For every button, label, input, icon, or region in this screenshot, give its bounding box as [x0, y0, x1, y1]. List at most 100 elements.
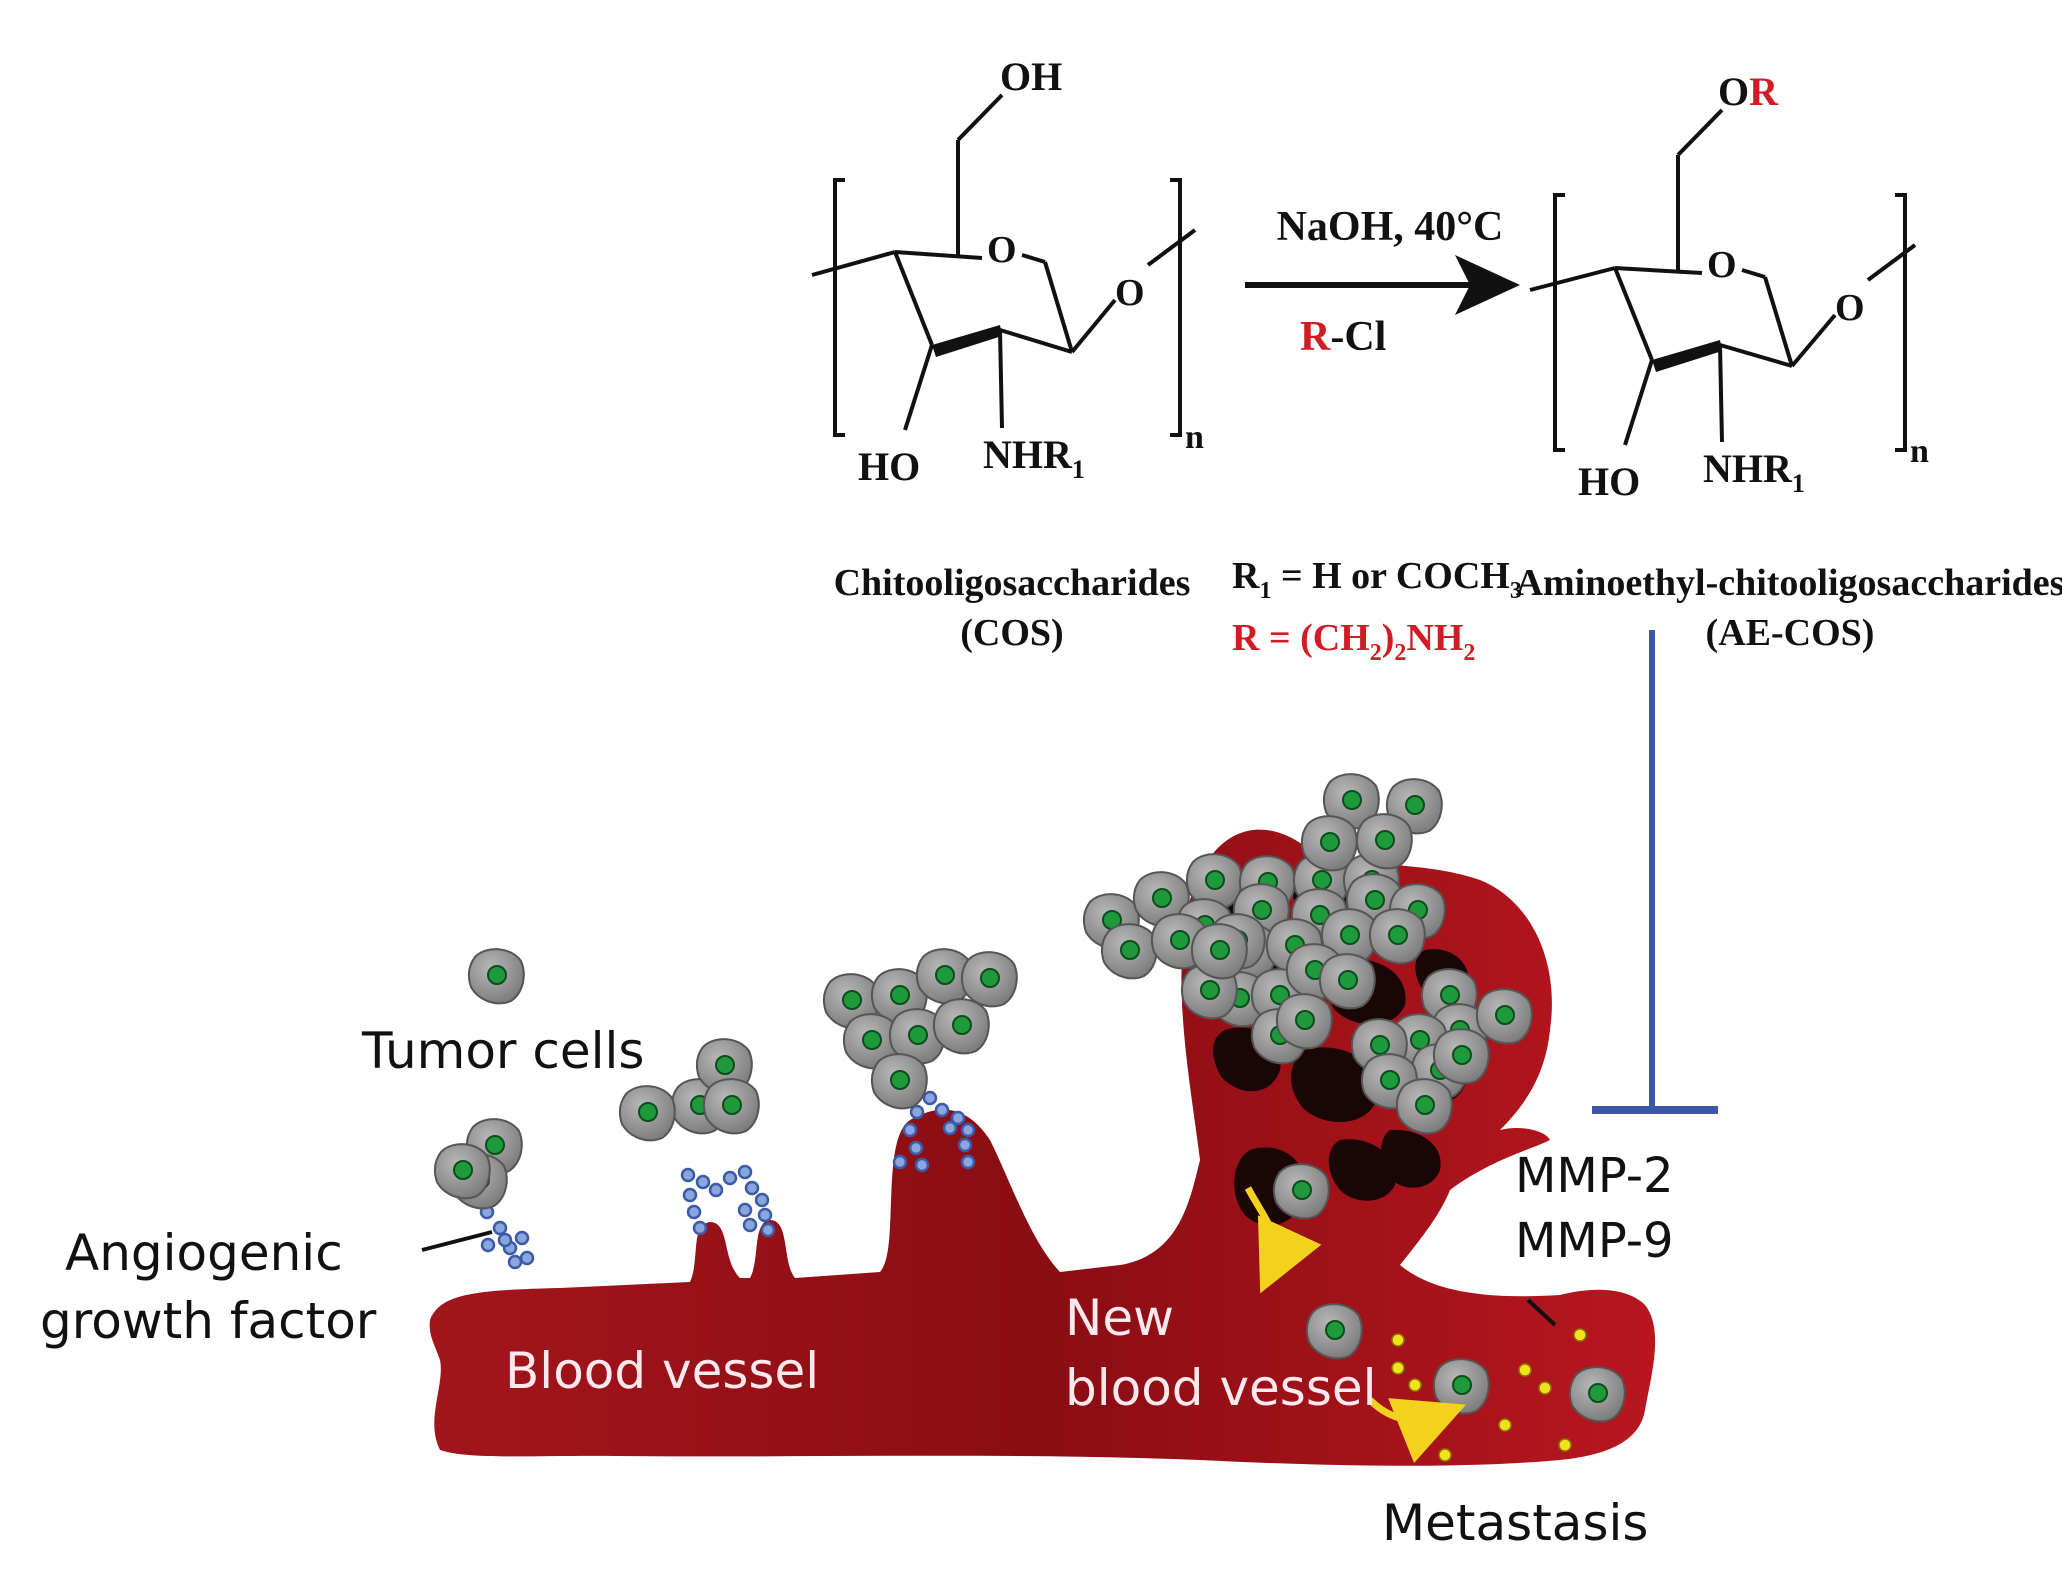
tumor-cell: [618, 1085, 676, 1142]
growth-factor-dot: [908, 1140, 924, 1156]
mmp9-label: MMP-9: [1515, 1213, 1674, 1269]
growth-factor-dot: [950, 1110, 966, 1126]
new-vessel-label-line2: blood vessel: [1065, 1359, 1377, 1417]
growth-factor-dot: [760, 1222, 776, 1238]
growth-factor-dot: [497, 1232, 513, 1248]
tumor-cell: [702, 1078, 760, 1135]
mmp-particle-cluster: [1391, 1328, 1587, 1462]
growth-factor-dot: [960, 1154, 976, 1170]
tumor-cell: [1190, 923, 1248, 980]
product-ring-o: O: [1707, 244, 1737, 286]
reactant-bridge-o: O: [1115, 272, 1145, 314]
product-structure: n OR O O HO NHR1 Aminoethyl-chitooligosa…: [1516, 69, 2062, 654]
r1-definition: R1 = H or COCH3: [1232, 555, 1522, 604]
growth-factor-dot: [892, 1154, 908, 1170]
reactant-structure: n OH O O HO NHR1 Chitooligosaccharides (…: [811, 54, 1204, 654]
tumor-cell: [467, 948, 525, 1005]
tumor-cell: [1185, 853, 1243, 910]
reactant-ho-label: HO: [858, 444, 920, 489]
substituent-definitions: R1 = H or COCH3 R = (CH2)2NH2: [1232, 555, 1522, 666]
reagent-chloride: R-Cl: [1300, 314, 1386, 360]
product-repeat-index: n: [1910, 433, 1929, 470]
reactant-oh-label: OH: [1000, 54, 1062, 99]
tumor-cell: [1355, 813, 1413, 870]
tumor-cell: [1272, 1163, 1330, 1220]
tumor-cell: [1100, 923, 1158, 980]
growth-factor-cluster: [479, 1090, 976, 1270]
tumor-cell: [1395, 1078, 1453, 1135]
tumor-cell: [960, 951, 1018, 1008]
tumor-cell: [1432, 1358, 1490, 1415]
reactant-amine-label: NHR1: [983, 432, 1085, 484]
tumor-cell: [433, 1143, 491, 1200]
product-name: Aminoethyl-chitooligosaccharides: [1516, 562, 2062, 604]
mmp-dot: [1408, 1378, 1422, 1392]
growth-factor-dot: [934, 1102, 950, 1118]
growth-factor-dot: [960, 1122, 976, 1138]
tumor-cell: [1318, 953, 1376, 1010]
tumor-cell: [842, 1013, 900, 1070]
growth-factor-dot: [902, 1122, 918, 1138]
reagent-conditions: NaOH, 40°C: [1277, 204, 1504, 250]
mmp-pointer-line: [1526, 1298, 1557, 1327]
product-bridge-o: O: [1835, 287, 1865, 329]
growth-factor-dot: [682, 1187, 698, 1203]
tumor-cell: [1475, 988, 1533, 1045]
tumor-cell: [1300, 815, 1358, 872]
growth-factor-dot: [680, 1167, 696, 1183]
growth-factor-dot: [480, 1237, 496, 1253]
product-amine-label: NHR1: [1703, 446, 1805, 498]
growth-factor-dot: [519, 1250, 535, 1266]
growth-factor-dot: [695, 1174, 711, 1190]
mmp-dot: [1498, 1418, 1512, 1432]
growth-factor-dot: [754, 1192, 770, 1208]
migration-arrows: [1244, 1186, 1467, 1464]
mmp-dot: [1391, 1361, 1405, 1375]
tumor-cell: [915, 948, 973, 1005]
growth-factor-dot: [744, 1180, 760, 1196]
reaction-arrow: NaOH, 40°C R-Cl: [1245, 204, 1520, 360]
growth-factor-dot: [922, 1090, 938, 1106]
tumor-cell: [932, 998, 990, 1055]
migration-arrow-down: [1244, 1186, 1322, 1294]
mmp-dot: [1518, 1363, 1532, 1377]
growth-factor-dot: [757, 1207, 773, 1223]
tumor-cell: [1305, 1303, 1363, 1360]
growth-factor-dot: [742, 1217, 758, 1233]
mmp-dot: [1573, 1328, 1587, 1342]
growth-factor-dot: [737, 1202, 753, 1218]
tumor-cell: [1568, 1366, 1626, 1423]
growth-factor-dot: [492, 1220, 508, 1236]
growth-factor-dot: [722, 1170, 738, 1186]
r-definition: R = (CH2)2NH2: [1232, 617, 1475, 666]
tumor-cell: [1368, 908, 1426, 965]
growth-factor-dot: [692, 1220, 708, 1236]
angiogenic-pointer-line: [421, 1230, 493, 1252]
growth-factor-dot: [957, 1137, 973, 1153]
tumor-cell-cluster: [433, 773, 1626, 1423]
migration-arrow-right: [1367, 1397, 1467, 1464]
product-abbr: (AE-COS): [1706, 612, 1875, 654]
tumor-cell: [888, 1008, 946, 1065]
mmp-dot: [1391, 1333, 1405, 1347]
blood-vessel-label: Blood vessel: [505, 1342, 819, 1400]
growth-factor-dot: [514, 1230, 530, 1246]
mmp-dot: [1438, 1448, 1452, 1462]
growth-factor-dot: [737, 1164, 753, 1180]
tumor-cells-label: Tumor cells: [361, 1022, 644, 1080]
growth-factor-dot: [708, 1182, 724, 1198]
growth-factor-dot: [914, 1157, 930, 1173]
reactant-repeat-index: n: [1185, 419, 1204, 456]
growth-factor-dot: [507, 1254, 523, 1270]
angiogenic-label-line2: growth factor: [40, 1292, 377, 1350]
growth-factor-dot: [942, 1120, 958, 1136]
mmp-dot: [1538, 1381, 1552, 1395]
mmp2-label: MMP-2: [1515, 1148, 1674, 1204]
new-vessel-label-line1: New: [1065, 1289, 1174, 1347]
tumor-cell: [1432, 1028, 1490, 1085]
mmp-dot: [1558, 1438, 1572, 1452]
product-ho-label: HO: [1578, 459, 1640, 504]
angiogenic-label-line1: Angiogenic: [65, 1224, 343, 1282]
metastasis-label: Metastasis: [1382, 1494, 1648, 1552]
